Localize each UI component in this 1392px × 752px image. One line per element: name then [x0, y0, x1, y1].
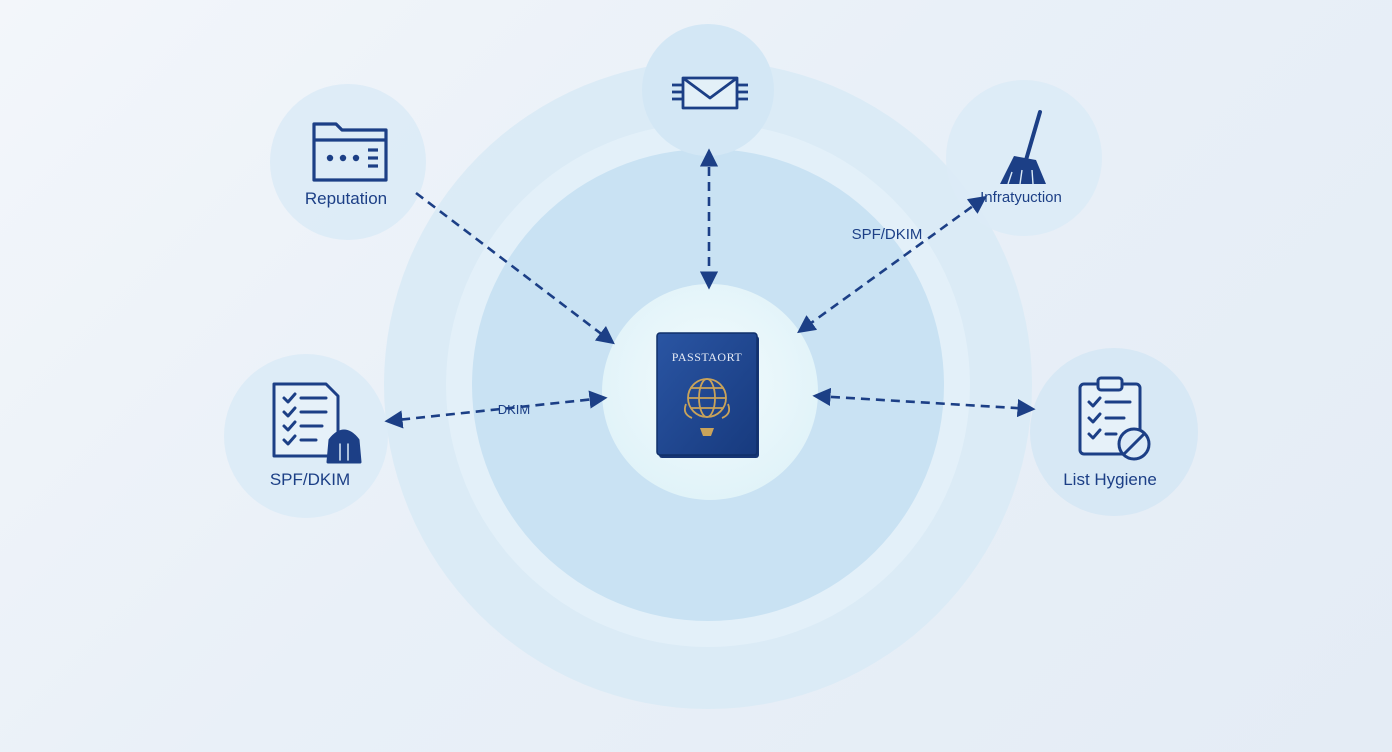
connector-label-upper-right: SPF/DKIM: [852, 226, 923, 243]
connectors: [384, 148, 1036, 429]
reputation-label: Reputation: [305, 189, 387, 208]
connector-reputation: [415, 191, 615, 345]
passport-title: PASSTAORT: [672, 350, 743, 364]
connector-infrastructure: [797, 195, 987, 334]
connector-spf-dkim: [384, 390, 608, 429]
checklist-document-icon: [272, 382, 362, 464]
clipboard-block-icon: [1078, 376, 1151, 461]
broom-icon: [1000, 110, 1046, 185]
passport-icon[interactable]: [656, 332, 759, 458]
list-hygiene-label: List Hygiene: [1063, 470, 1157, 489]
browser-window-icon: [312, 122, 388, 182]
spf-dkim-label: SPF/DKIM: [270, 470, 350, 489]
globe-emblem-icon: [683, 378, 731, 436]
reputation-node[interactable]: [270, 84, 426, 240]
envelope-icon: [672, 76, 748, 110]
infrastructure-label: Infratyuction: [980, 189, 1062, 206]
connector-label-left: DKIM: [498, 402, 531, 417]
connector-list-hygiene: [812, 387, 1036, 418]
